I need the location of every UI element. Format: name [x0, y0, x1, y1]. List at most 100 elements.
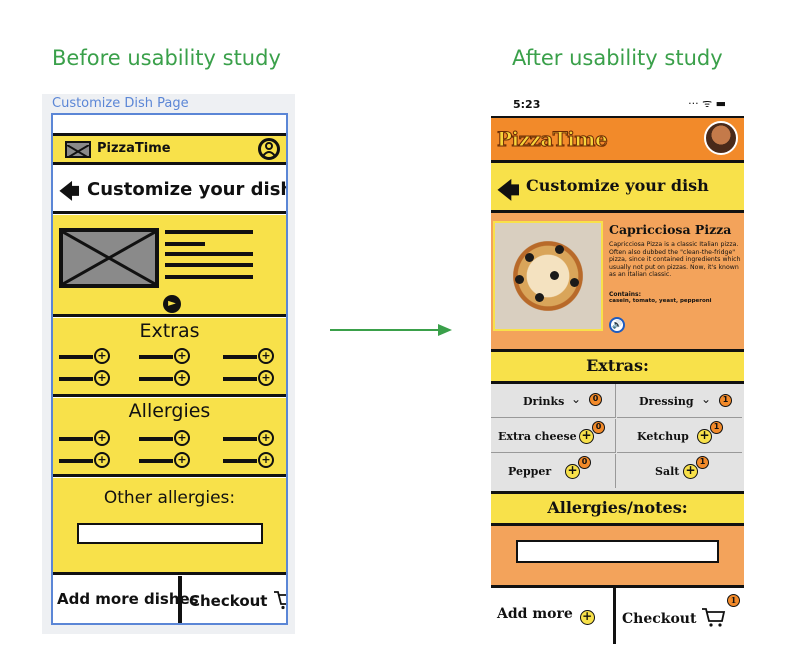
plus-icon[interactable]: + [565, 464, 580, 479]
plus-icon: + [94, 348, 110, 364]
divider [178, 576, 182, 623]
plus-icon[interactable]: + [697, 429, 712, 444]
title-bar: 🡄 Customize your dish [491, 163, 744, 210]
extra-dressing[interactable]: Dressing ⌄ 1 [617, 384, 742, 418]
chevron-down-icon[interactable]: ⌄ [571, 392, 582, 406]
option[interactable]: + [139, 430, 190, 446]
add-more-label: Add more [497, 606, 573, 622]
extras-bar: Extras: [491, 352, 744, 381]
user-icon[interactable] [258, 138, 280, 160]
extras-grid: Drinks ⌄ 0 Dressing ⌄ 1 Extra cheese + 0… [491, 384, 744, 491]
checkout-label: Checkout [622, 611, 697, 627]
option[interactable]: + [59, 370, 110, 386]
plus-icon: + [94, 370, 110, 386]
wireframe-header: PizzaTime [53, 136, 286, 162]
allergies-title: Allergies/notes: [547, 498, 688, 517]
pizza-name: Capricciosa Pizza [609, 222, 732, 237]
notes-area [491, 526, 744, 585]
back-arrow-icon[interactable]: 🡄 [497, 179, 520, 204]
extra-extra-cheese[interactable]: Extra cheese + 0 [491, 419, 616, 453]
extra-label: Pepper [508, 465, 552, 478]
text-line [165, 242, 205, 246]
divider [53, 572, 286, 575]
text-line [165, 275, 253, 279]
contains-list: casein, tomato, yeast, pepperoni [609, 298, 712, 304]
plus-icon: + [258, 452, 274, 468]
signal-wifi-battery-icon: ··· ᯤ ▬ [688, 97, 726, 110]
divider [491, 116, 744, 118]
plus-icon[interactable]: + [579, 429, 594, 444]
add-more-button[interactable]: Add more + [497, 606, 595, 625]
divider [53, 394, 286, 397]
status-bar: 5:23 ··· ᯤ ▬ [491, 90, 744, 116]
divider [53, 474, 286, 477]
app-header: PizzaTime [491, 118, 744, 160]
option[interactable]: + [223, 430, 274, 446]
option[interactable]: + [59, 348, 110, 364]
other-allergies-input[interactable] [77, 523, 263, 544]
plus-icon: + [174, 452, 190, 468]
contains-label: Contains: [609, 291, 642, 298]
wireframe-other-allergies: Other allergies: [53, 478, 286, 572]
count-badge: 1 [710, 421, 723, 434]
option[interactable]: + [59, 430, 110, 446]
divider [491, 491, 744, 494]
wireframe-title-row: 🡄 Customize your dish [53, 169, 286, 211]
extra-label: Salt [655, 465, 680, 478]
wireframe-extras: Extras + + + + + + [53, 318, 286, 394]
other-allergies-title: Other allergies: [103, 488, 236, 508]
count-badge: 1 [696, 456, 709, 469]
cart-icon [273, 591, 286, 610]
image-placeholder-icon [59, 228, 159, 288]
extra-label: Ketchup [637, 430, 689, 443]
option[interactable]: + [59, 452, 110, 468]
audio-icon[interactable]: ► [163, 295, 181, 313]
text-line [165, 263, 253, 267]
allergies-notes-input[interactable] [516, 540, 719, 563]
before-heading: Before usability study [52, 46, 281, 70]
count-badge: 0 [589, 393, 602, 406]
extra-drinks[interactable]: Drinks ⌄ 0 [491, 384, 616, 418]
wireframe-media: ► [53, 215, 286, 314]
option[interactable]: + [139, 452, 190, 468]
divider [53, 133, 286, 136]
divider [613, 588, 616, 644]
plus-icon: + [174, 430, 190, 446]
option[interactable]: + [223, 348, 274, 364]
plus-icon: + [94, 430, 110, 446]
option[interactable]: + [223, 452, 274, 468]
divider [491, 210, 744, 213]
cart-count-badge: 1 [727, 594, 740, 607]
option[interactable]: + [139, 370, 190, 386]
divider [53, 211, 286, 214]
pizza-detail: Capricciosa Pizza Capricciosa Pizza is a… [491, 213, 744, 349]
divider [491, 349, 744, 352]
extra-ketchup[interactable]: Ketchup + 1 [617, 419, 742, 453]
brand-logo[interactable]: PizzaTime [496, 127, 608, 152]
checkout-button[interactable]: Checkout 1 [622, 594, 740, 628]
back-arrow-icon[interactable]: 🡄 [59, 179, 80, 203]
option[interactable]: + [223, 370, 274, 386]
option[interactable]: + [139, 348, 190, 364]
extra-pepper[interactable]: Pepper + 0 [491, 454, 616, 488]
plus-icon[interactable]: + [683, 464, 698, 479]
divider [491, 160, 744, 163]
extra-salt[interactable]: Salt + 1 [617, 454, 742, 488]
plus-icon: + [258, 430, 274, 446]
profile-avatar[interactable] [704, 121, 738, 155]
divider [491, 381, 744, 384]
chevron-down-icon[interactable]: ⌄ [701, 392, 712, 406]
mockup-phone: 5:23 ··· ᯤ ▬ PizzaTime 🡄 Customize your … [491, 90, 744, 644]
extra-label: Drinks [523, 395, 565, 408]
pizza-image [493, 221, 603, 331]
divider [53, 162, 286, 165]
divider [491, 585, 744, 588]
checkout-button[interactable]: Checkout [189, 590, 286, 610]
text-line [165, 230, 253, 234]
app-footer: Add more + Checkout 1 [491, 588, 744, 644]
cart-icon [702, 608, 726, 627]
allergies-title: Allergies [128, 400, 211, 422]
add-more-dishes-button[interactable]: Add more dishes [57, 590, 199, 608]
audio-icon[interactable]: 🔊 [609, 317, 625, 333]
plus-icon: + [94, 452, 110, 468]
